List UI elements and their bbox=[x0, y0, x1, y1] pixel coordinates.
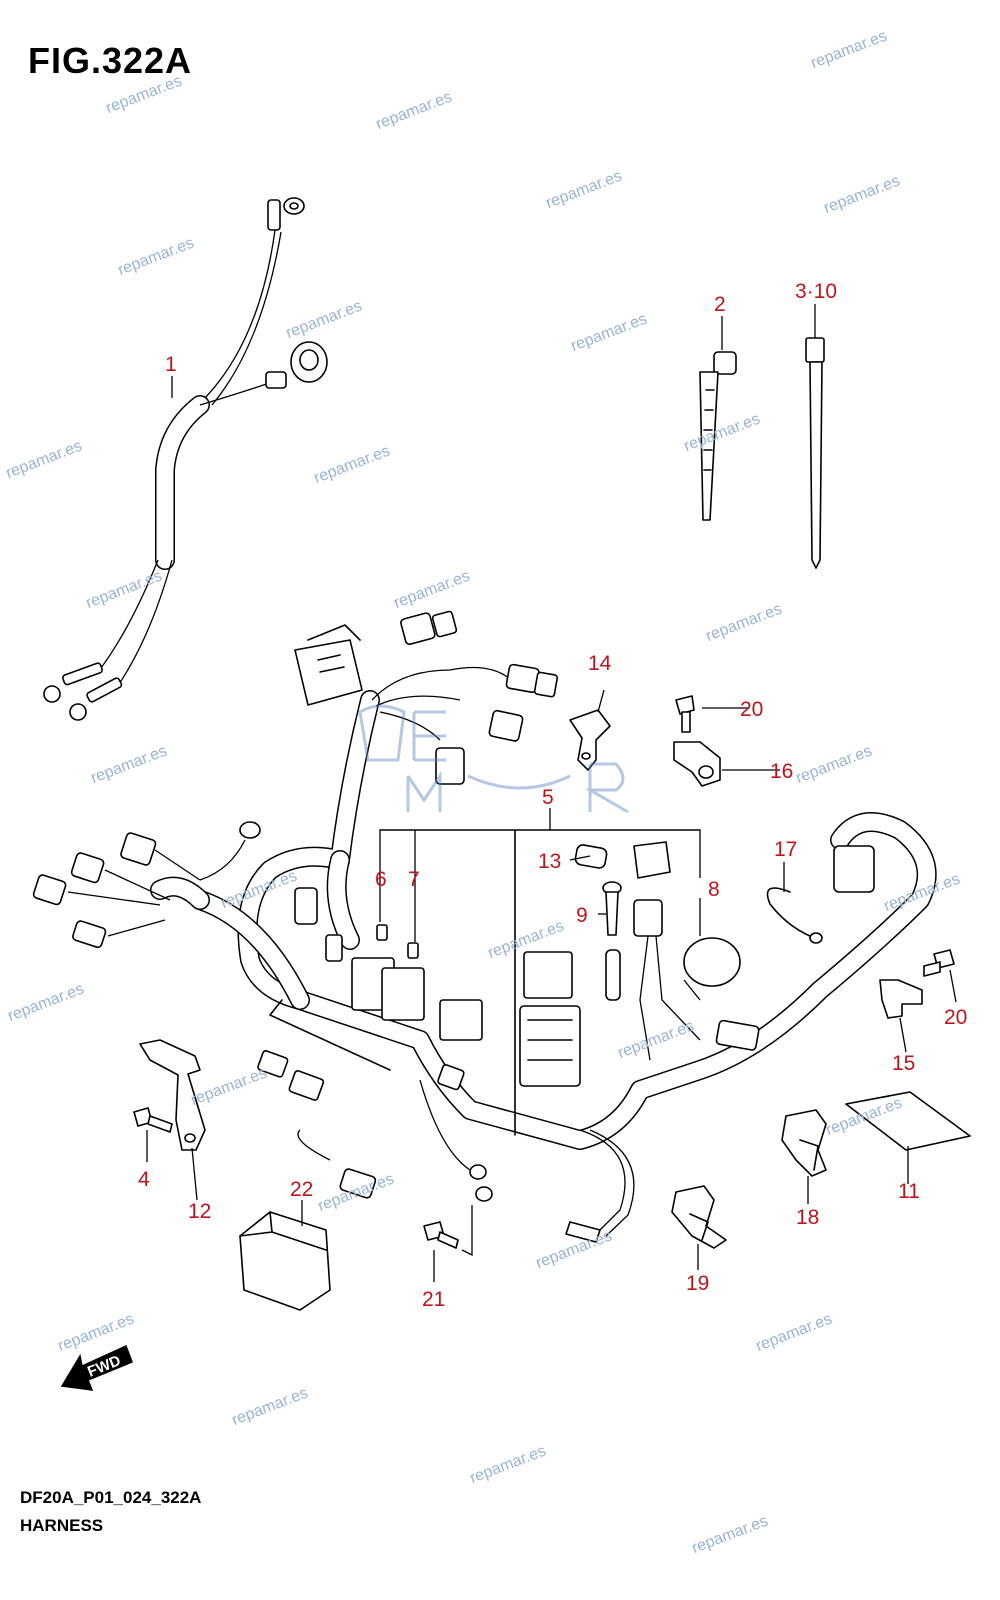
callout-3-10: 3·10 bbox=[795, 280, 837, 303]
fwd-label: FWD bbox=[85, 1352, 123, 1381]
bolt-part-21 bbox=[423, 1221, 459, 1249]
battery-cable-part-1 bbox=[43, 197, 328, 721]
callout-4: 4 bbox=[138, 1168, 150, 1191]
bolt-part-20-top bbox=[675, 695, 695, 733]
logo-watermark bbox=[358, 704, 629, 814]
callout-20-top: 20 bbox=[740, 698, 763, 721]
band-part-17 bbox=[766, 887, 823, 944]
callout-19: 19 bbox=[686, 1272, 709, 1295]
callout-21: 21 bbox=[422, 1288, 445, 1311]
figure-name: HARNESS bbox=[20, 1516, 104, 1535]
bolt-part-20-right bbox=[923, 949, 955, 977]
main-harness-part-5 bbox=[150, 666, 937, 1243]
callout-18: 18 bbox=[796, 1206, 819, 1229]
harness-connectors bbox=[32, 610, 875, 1257]
cover-part-22 bbox=[239, 1211, 331, 1311]
clip-part-18 bbox=[781, 1109, 827, 1177]
callout-7: 7 bbox=[408, 868, 420, 891]
callout-14: 14 bbox=[588, 652, 612, 675]
relay-buzzer-part-8 bbox=[633, 841, 741, 1061]
callout-6: 6 bbox=[375, 868, 387, 891]
callout-1: 1 bbox=[165, 353, 177, 376]
callout-2: 2 bbox=[714, 293, 726, 316]
bracket-part-12 bbox=[139, 1039, 206, 1151]
callout-22: 22 bbox=[290, 1178, 313, 1201]
bracket-part-14 bbox=[569, 709, 611, 771]
callout-5: 5 bbox=[542, 786, 554, 809]
clip-part-19 bbox=[671, 1185, 727, 1249]
callout-13: 13 bbox=[538, 850, 561, 873]
cable-clamp-part-2 bbox=[699, 351, 737, 521]
plug-part-9 bbox=[602, 881, 622, 1001]
figure-title: FIG.322A bbox=[28, 40, 193, 81]
callout-labels: 1 2 3·10 4 5 6 7 8 9 11 12 13 14 15 16 1… bbox=[138, 280, 967, 1311]
callout-12: 12 bbox=[188, 1200, 211, 1223]
figure-code: DF20A_P01_024_322A bbox=[20, 1488, 202, 1507]
callout-16: 16 bbox=[770, 760, 793, 783]
callout-11: 11 bbox=[898, 1180, 920, 1203]
callout-8: 8 bbox=[708, 878, 720, 901]
bracket-part-15 bbox=[879, 979, 923, 1019]
fwd-arrow-icon: FWD bbox=[60, 1344, 133, 1391]
callout-17: 17 bbox=[774, 838, 797, 861]
fuse-parts-6-7 bbox=[376, 924, 419, 959]
bolt-part-4 bbox=[133, 1107, 173, 1133]
callout-15: 15 bbox=[892, 1052, 915, 1075]
clamp-part-16 bbox=[673, 741, 721, 787]
callout-20-right: 20 bbox=[944, 1006, 967, 1029]
leader-lines bbox=[146, 304, 957, 1282]
cable-tie-part-3-10 bbox=[805, 337, 825, 569]
callout-9: 9 bbox=[576, 904, 588, 927]
tape-part-11 bbox=[845, 1091, 971, 1151]
grommet-part-13 bbox=[574, 844, 608, 869]
